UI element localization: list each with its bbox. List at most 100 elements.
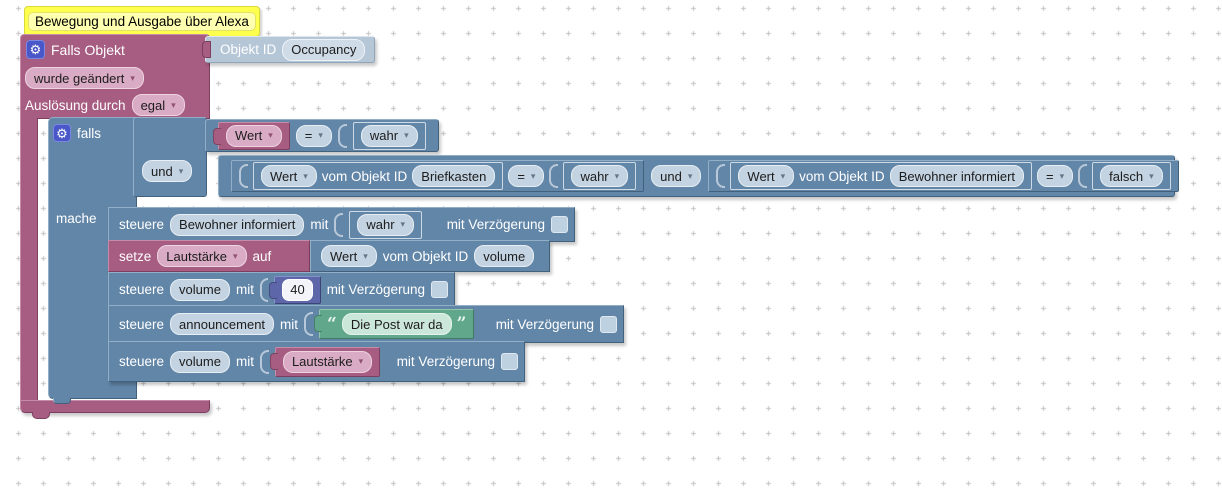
close-quote-icon: ”	[456, 313, 467, 334]
and-operator-label: und	[660, 168, 682, 184]
number-value: 40	[290, 282, 305, 297]
compare-op: =	[1046, 168, 1054, 184]
getter-var-dropdown[interactable]: Wert	[321, 245, 377, 267]
bool-value: wahr	[369, 128, 399, 143]
objekt-id-field[interactable]: volume	[170, 350, 230, 373]
mit-label: mit	[235, 354, 254, 369]
variable-dropdown[interactable]: Lautstärke	[157, 245, 247, 267]
getter-var: Wert	[330, 248, 358, 264]
comment-text[interactable]: Bewegung und Ausgabe über Alexa	[28, 12, 256, 31]
compare-op-dropdown[interactable]: =	[1037, 165, 1074, 187]
delay-label: mit Verzögerung	[396, 354, 495, 369]
delay-checkbox[interactable]	[600, 315, 617, 333]
objekt-id-value: Occupancy	[291, 42, 357, 57]
comment-block[interactable]: Bewegung und Ausgabe über Alexa	[24, 6, 260, 37]
open-quote-icon: “	[327, 313, 337, 334]
trigger-block[interactable]: ⚙ Falls Objekt wurde geändert Auslösung …	[20, 34, 210, 119]
compare-block-2[interactable]: Wert vom Objekt ID Briefkasten = wahr	[231, 160, 645, 192]
and-operator-dropdown[interactable]: und	[142, 160, 193, 182]
bool-dropdown[interactable]: falsch	[1100, 165, 1163, 187]
control-block-volume-40[interactable]: steuere volume mit 40 mit Verzögerung	[108, 272, 455, 307]
vom-objekt-id-label: vom Objekt ID	[799, 168, 885, 184]
variable-name: Lautstärke	[291, 354, 353, 369]
getter-block-bewohner[interactable]: Wert vom Objekt ID Bewohner informiert	[730, 162, 1033, 190]
delay-checkbox[interactable]	[501, 353, 518, 370]
text-value: Die Post war da	[350, 316, 443, 332]
control-block-announcement[interactable]: steuere announcement mit “ Die Post war …	[108, 305, 624, 343]
compare-op: =	[517, 168, 525, 184]
mit-label: mit	[310, 217, 329, 232]
control-block-volume-var[interactable]: steuere volume mit Lautstärke mit Verzög…	[108, 341, 525, 382]
steuere-label: steuere	[119, 282, 165, 297]
delay-checkbox[interactable]	[431, 281, 448, 298]
compare-op-dropdown[interactable]: =	[508, 165, 545, 187]
trigger-event-dropdown[interactable]: wurde geändert	[25, 67, 144, 89]
value-socket	[259, 277, 269, 302]
getter-block-briefkasten[interactable]: Wert vom Objekt ID Briefkasten	[253, 162, 504, 190]
delay-checkbox[interactable]	[551, 216, 568, 233]
value-socket	[716, 164, 726, 188]
if-label: falls	[77, 125, 102, 141]
trigger-by-dropdown[interactable]: egal	[131, 94, 185, 116]
setze-label: setze	[119, 248, 152, 264]
gear-icon[interactable]: ⚙	[26, 40, 45, 59]
getter-var: Wert	[270, 168, 298, 184]
control-block-bewohner[interactable]: steuere Bewohner informiert mit wahr mit…	[108, 207, 575, 242]
bool-dropdown[interactable]: wahr	[360, 124, 418, 147]
text-field[interactable]: Die Post war da	[341, 313, 452, 335]
value-socket	[334, 212, 344, 237]
number-block[interactable]: 40	[269, 275, 321, 304]
auf-label: auf	[252, 248, 272, 264]
variable-dropdown[interactable]: Lautstärke	[282, 350, 373, 373]
delay-label: mit Verzögerung	[326, 282, 425, 297]
objekt-id-field[interactable]: Bewohner informiert	[889, 165, 1025, 187]
bool-dropdown[interactable]: wahr	[571, 165, 629, 187]
compare-block-3[interactable]: Wert vom Objekt ID Bewohner informiert =…	[708, 160, 1179, 192]
variable-name: Wert	[235, 128, 263, 143]
mit-label: mit	[280, 316, 299, 332]
trigger-event-label: wurde geändert	[34, 70, 125, 86]
objekt-id-block[interactable]: Objekt ID Occupancy	[205, 36, 375, 63]
objekt-id-value: volume	[179, 282, 221, 297]
trigger-by-value: egal	[140, 97, 166, 113]
number-field[interactable]: 40	[282, 278, 313, 301]
next-connection-notch	[32, 412, 50, 419]
variable-dropdown[interactable]: Wert	[226, 124, 282, 147]
objekt-id-field[interactable]: volume	[170, 278, 230, 301]
objekt-id-field[interactable]: Briefkasten	[412, 165, 496, 187]
logic-and-block[interactable]: und	[133, 117, 207, 197]
objekt-id-field[interactable]: Occupancy	[282, 38, 366, 61]
variable-block-wert[interactable]: Wert	[213, 121, 290, 150]
logic-bool-block[interactable]: wahr	[352, 121, 426, 150]
steuere-label: steuere	[119, 316, 165, 332]
text-string-block[interactable]: “ Die Post war da ”	[314, 309, 475, 339]
set-variable-left[interactable]: setze Lautstärke auf	[108, 240, 310, 272]
logic-bool-block[interactable]: falsch	[1092, 162, 1171, 190]
set-variable-block[interactable]: setze Lautstärke auf Wert vom Objekt ID …	[108, 240, 550, 272]
logic-bool-block[interactable]: wahr	[349, 210, 423, 239]
value-socket	[549, 164, 559, 188]
connector-tab	[202, 41, 211, 58]
objekt-id-field[interactable]: volume	[474, 245, 535, 267]
getter-var-dropdown[interactable]: Wert	[261, 165, 317, 187]
value-socket	[259, 349, 269, 374]
logic-and-block-inner[interactable]: Wert vom Objekt ID Briefkasten = wahr un…	[218, 155, 1179, 197]
and-operator-dropdown[interactable]: und	[651, 165, 702, 187]
if-bottom-notch	[53, 398, 71, 404]
objekt-id-field[interactable]: Bewohner informiert	[170, 213, 305, 236]
compare-block-1[interactable]: Wert = wahr	[205, 119, 439, 152]
value-socket	[1078, 164, 1088, 188]
objekt-id-field[interactable]: announcement	[170, 313, 275, 335]
trigger-block-spine[interactable]	[20, 118, 38, 400]
gear-icon[interactable]: ⚙	[53, 124, 71, 142]
variable-block-lautstaerke[interactable]: Lautstärke	[269, 346, 381, 377]
objekt-id-value: volume	[179, 354, 221, 369]
getter-var-dropdown[interactable]: Wert	[738, 165, 795, 187]
value-socket	[337, 123, 347, 148]
logic-bool-block[interactable]: wahr	[563, 162, 637, 190]
getter-block-volume[interactable]: Wert vom Objekt ID volume	[310, 240, 550, 272]
objekt-id-value: Bewohner informiert	[179, 217, 296, 232]
bool-dropdown[interactable]: wahr	[357, 213, 415, 236]
compare-op-dropdown[interactable]: =	[295, 124, 332, 147]
